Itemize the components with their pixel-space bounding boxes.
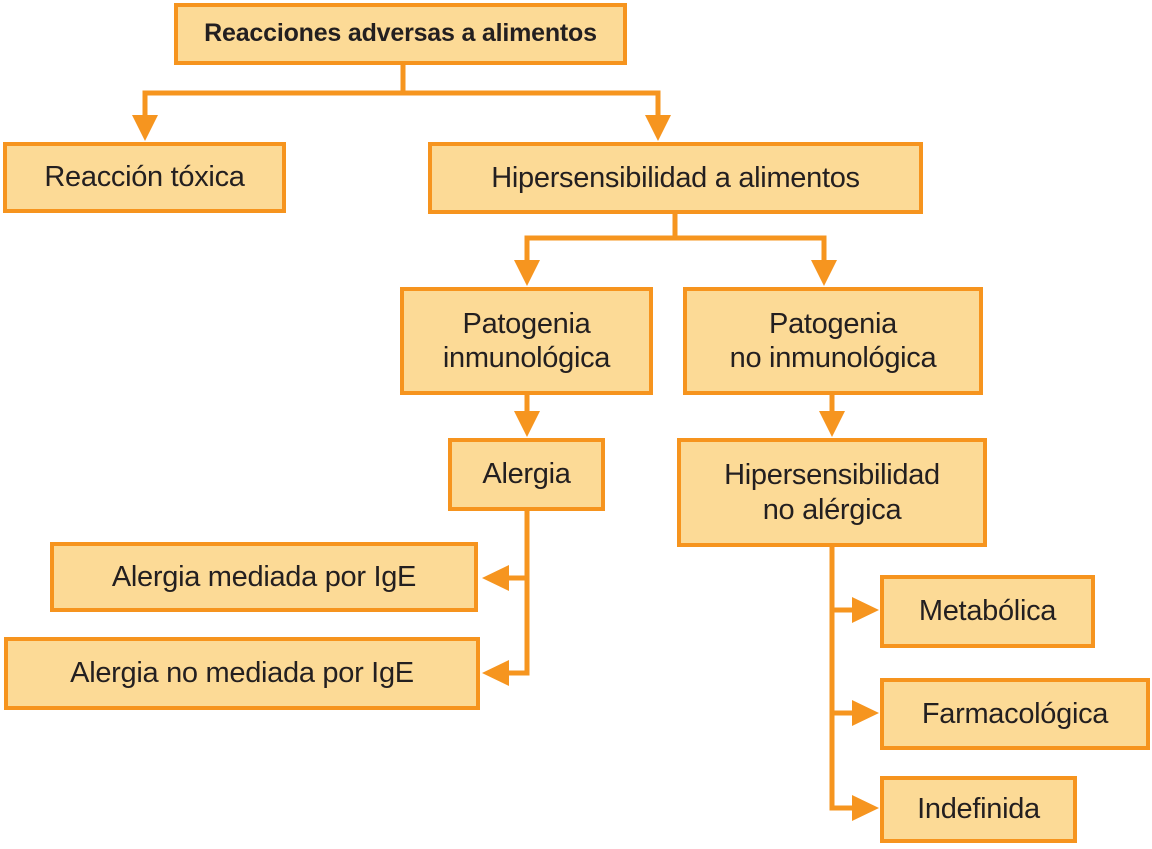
arrowhead-to-alergia-mediada-ige: [482, 565, 509, 591]
node-patogenia-no-inmunologica: Patogenia no inmunológica: [683, 287, 983, 395]
arrowhead-to-patogenia-no-inmunologica: [811, 260, 837, 286]
arrowhead-to-hipersensibilidad: [645, 115, 671, 141]
node-alergia-mediada-por-ige: Alergia mediada por IgE: [50, 542, 478, 612]
node-patogenia-inmunologica: Patogenia inmunológica: [400, 287, 653, 395]
arrowhead-to-alergia-no-mediada-ige: [482, 660, 509, 686]
node-alergia: Alergia: [448, 438, 605, 511]
connector-top-split: [142, 90, 661, 120]
arrowhead-to-farmacologica: [852, 700, 879, 726]
connector-hiper-split: [524, 235, 827, 264]
arrowhead-to-alergia: [514, 411, 540, 437]
arrowhead-to-patogenia-inmunologica: [514, 260, 540, 286]
connector-hiperno-trunk: [829, 547, 854, 811]
node-reacciones-adversas-a-alimentos: Reacciones adversas a alimentos: [174, 3, 627, 65]
arrowhead-to-reaccion-toxica: [132, 115, 158, 141]
node-hipersensibilidad-a-alimentos: Hipersensibilidad a alimentos: [428, 142, 923, 214]
node-alergia-no-mediada-por-ige: Alergia no mediada por IgE: [4, 637, 480, 710]
node-hipersensibilidad-no-alergica: Hipersensibilidad no alérgica: [677, 438, 987, 547]
node-reaccion-toxica: Reacción tóxica: [3, 142, 286, 213]
node-farmacologica: Farmacológica: [880, 678, 1150, 750]
connector-alergia-trunk: [509, 511, 530, 676]
arrowhead-to-indefinida: [852, 795, 879, 821]
arrowhead-to-metabolica: [852, 597, 879, 623]
node-indefinida: Indefinida: [880, 776, 1077, 843]
node-metabolica: Metabólica: [880, 575, 1095, 648]
arrowhead-to-hiper-no-alergica: [819, 411, 845, 437]
